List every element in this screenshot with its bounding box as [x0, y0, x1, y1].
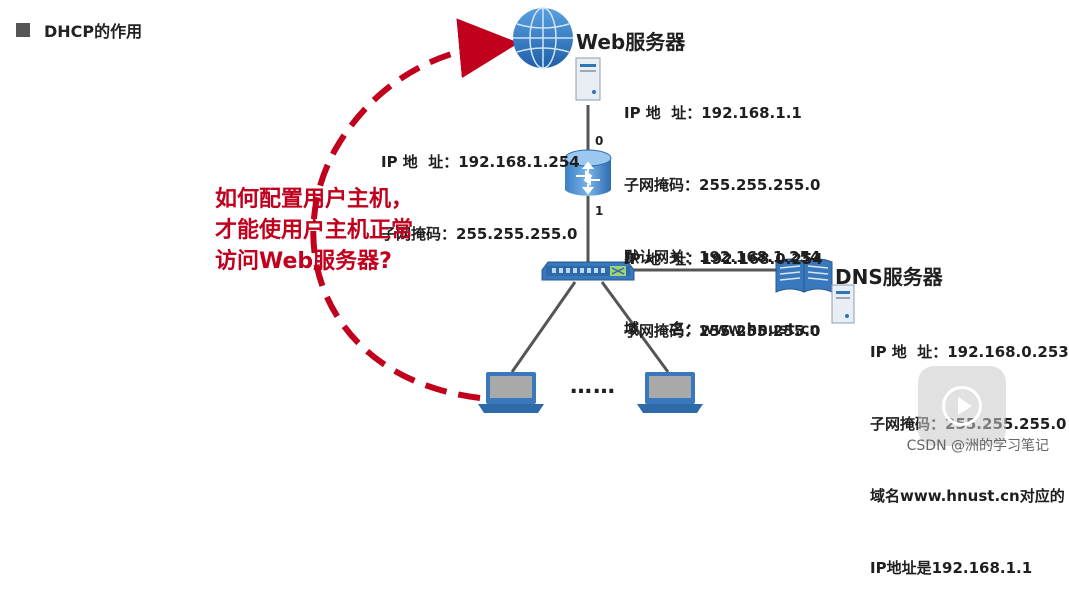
laptop-icon — [478, 372, 544, 413]
question-text: 如何配置用户主机， 才能使用户主机正常 访问Web服务器? — [215, 184, 413, 277]
dns-mapping-line-2: IP地址是192.168.1.1 — [870, 559, 1033, 577]
dns-mapping-line-1: 域名www.hnust.cn对应的 — [870, 487, 1065, 505]
router-port1-ip: IP 地 址：192.168.0.254 — [624, 250, 823, 268]
dns-server-title: DNS服务器 — [835, 265, 943, 289]
question-line-1: 如何配置用户主机， — [215, 187, 414, 212]
watermark: CSDN @洲的学习笔记 — [906, 438, 1049, 454]
router-port1-mask: 子网掩码：255.255.255.0 — [624, 322, 821, 340]
router-icon — [564, 149, 612, 196]
router-port0-config: IP 地 址：192.168.1.254 子网掩码：255.255.255.0 — [381, 102, 580, 270]
router-port1-config: IP 地 址：192.168.0.254 子网掩码：255.255.255.0 — [624, 199, 823, 367]
laptop-icon — [637, 372, 703, 413]
server-icon — [831, 284, 855, 324]
web-server-ip: IP 地 址：192.168.1.1 — [624, 104, 802, 122]
port-number-1: 1 — [595, 204, 604, 218]
port-number-0: 0 — [595, 134, 604, 148]
web-server-domain: 域 名：www.hnust.cn — [624, 320, 821, 338]
web-server-config: IP 地 址：192.168.1.1 子网掩码：255.255.255.0 默认… — [624, 53, 820, 365]
play-button[interactable] — [918, 366, 1006, 446]
link-switch-host-left — [510, 281, 577, 373]
network-diagram — [310, 7, 855, 413]
dashed-arrow — [310, 18, 519, 401]
hosts-ellipsis: …… — [570, 374, 616, 399]
router-port0-mask: 子网掩码：255.255.255.0 — [381, 225, 578, 243]
web-server-gateway: 默认网关：192.168.1.254 — [624, 248, 821, 266]
server-icon — [575, 57, 601, 101]
globe-icon — [513, 7, 573, 69]
question-line-2: 才能使用户主机正常 — [215, 218, 414, 243]
question-line-3: 访问Web服务器? — [215, 249, 392, 274]
web-server-mask: 子网掩码：255.255.255.0 — [624, 176, 821, 194]
play-circle-icon — [942, 386, 982, 426]
play-icon — [958, 397, 972, 415]
switch-icon — [541, 261, 635, 281]
section-title: DHCP的作用 — [44, 22, 143, 41]
link-switch-host-right — [600, 281, 670, 373]
book-icon — [775, 258, 833, 293]
section-header: DHCP的作用 — [16, 18, 142, 42]
web-server-title: Web服务器 — [576, 30, 686, 54]
router-port0-ip: IP 地 址：192.168.1.254 — [381, 153, 580, 171]
bullet-square-icon — [16, 23, 30, 37]
dns-server-ip: IP 地 址：192.168.0.253 — [870, 343, 1069, 361]
